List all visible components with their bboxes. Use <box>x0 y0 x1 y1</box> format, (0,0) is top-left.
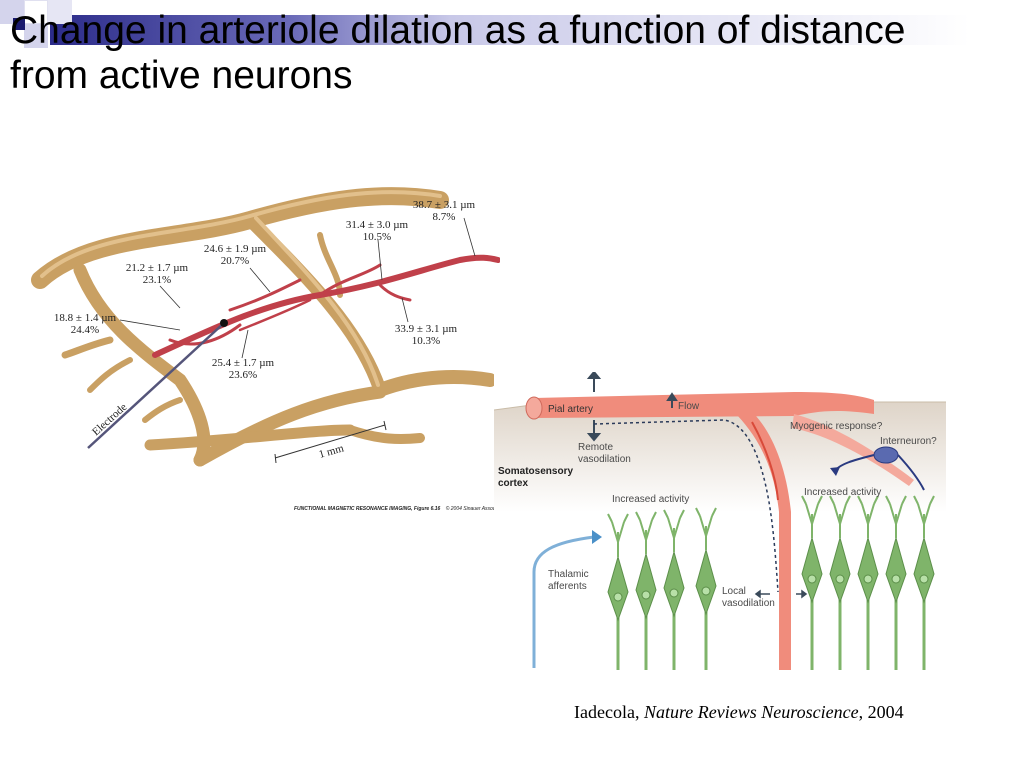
measurement-5-size: 18.8 ± 1.4 µm <box>54 312 117 324</box>
interneuron-label: Interneuron? <box>880 436 937 447</box>
remote-vasodilation-label-2: vasodilation <box>578 454 631 465</box>
figure-credit: FUNCTIONAL MAGNETIC RESONANCE IMAGING, F… <box>294 505 496 512</box>
neurons-left <box>607 507 717 670</box>
thalamic-afferent <box>532 530 602 668</box>
local-vasodilation-label-2: vasodilation <box>722 598 775 609</box>
measurement-4-size: 21.2 ± 1.7 µm <box>126 262 189 274</box>
measurement-7-size: 33.9 ± 3.1 µm <box>395 323 458 335</box>
measurement-labels: 38.7 ± 3.1 µm 8.7% 31.4 ± 3.0 µm 10.5% 2… <box>54 199 476 381</box>
increased-activity-left: Increased activity <box>612 494 689 505</box>
header-square-5 <box>48 0 72 24</box>
header-bar-dark <box>50 15 450 45</box>
flow-arrows <box>586 372 678 442</box>
myogenic-label: Myogenic response? <box>790 421 883 432</box>
header-square-2 <box>24 0 48 24</box>
measurement-6-pct: 23.6% <box>229 369 257 381</box>
measurement-6-size: 25.4 ± 1.7 µm <box>212 357 275 369</box>
slide-title: Change in arteriole dilation as a functi… <box>10 9 906 98</box>
header-bar-light <box>450 15 970 45</box>
arteriole-network-figure: Electrode 38.7 ± 3.1 µm 8.7% 31.4 ± 3.0 … <box>31 187 500 512</box>
thalamic-afferents-label-1: Thalamic <box>548 569 589 580</box>
scale-label: 1 mm <box>318 442 346 461</box>
neurovascular-diagram: Pial artery Flow Myogenic response? Inte… <box>494 372 946 670</box>
neurons-right <box>801 495 935 670</box>
measurement-5-pct: 24.4% <box>71 324 99 336</box>
flow-label: Flow <box>678 401 700 412</box>
measurement-7-pct: 10.3% <box>412 335 440 347</box>
pial-artery <box>525 392 914 670</box>
diagram-labels: Pial artery Flow Myogenic response? Inte… <box>498 401 937 609</box>
measurement-2-pct: 10.5% <box>363 231 391 243</box>
electrode-label: Electrode <box>90 401 129 438</box>
local-vasodilation-label-1: Local <box>722 586 746 597</box>
tan-vessels <box>31 187 497 467</box>
pial-artery-label: Pial artery <box>548 404 593 415</box>
local-vasodilation-arrows <box>754 589 808 599</box>
increased-activity-right: Increased activity <box>804 487 881 498</box>
citation-year: , 2004 <box>858 702 904 722</box>
somatosensory-label-1: Somatosensory <box>498 466 573 477</box>
measurement-2-size: 31.4 ± 3.0 µm <box>346 219 409 231</box>
measurement-4-pct: 23.1% <box>143 274 171 286</box>
measurement-1-size: 38.7 ± 3.1 µm <box>413 199 476 211</box>
interneuron <box>830 446 925 491</box>
measurement-3-pct: 20.7% <box>221 255 249 267</box>
measurement-3-size: 24.6 ± 1.9 µm <box>204 243 267 255</box>
citation-author: Iadecola, <box>574 702 640 722</box>
somatosensory-label-2: cortex <box>498 478 528 489</box>
bullet-icon <box>13 18 25 30</box>
leader-lines <box>119 217 476 359</box>
dashed-signal-path <box>593 419 779 593</box>
remote-vasodilation-label-1: Remote <box>578 442 613 453</box>
citation: Iadecola, Nature Reviews Neuroscience, 2… <box>574 702 904 723</box>
tan-vessel-highlights <box>40 190 442 387</box>
electrode-tip <box>220 319 228 327</box>
header-square-4 <box>24 24 48 48</box>
measurement-1-pct: 8.7% <box>433 211 456 223</box>
citation-journal: Nature Reviews Neuroscience <box>643 702 859 722</box>
thalamic-afferents-label-2: afferents <box>548 581 587 592</box>
